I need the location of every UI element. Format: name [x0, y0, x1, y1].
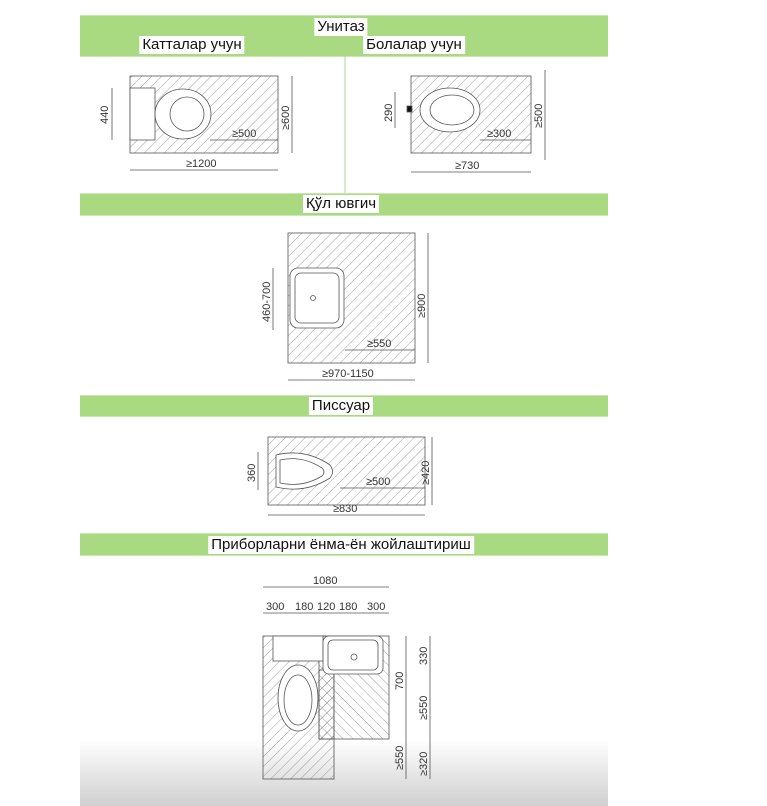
dim-sink-width: ≥970-1150	[322, 368, 374, 380]
dim-right-b: ≥550	[418, 696, 430, 720]
dim-adult-height: 440	[99, 106, 111, 124]
dim-adult-width: ≥1200	[186, 158, 217, 170]
dim-urinal-clear: ≥500	[366, 476, 390, 488]
dim-part: 300	[266, 601, 284, 613]
children-label: Болалар учун	[363, 36, 465, 54]
dim-combined-total: 1080	[313, 575, 337, 587]
dim-child-depth: ≥500	[533, 104, 545, 128]
dim-sink-depth: ≥900	[416, 294, 428, 318]
dim-right-b: ≥320	[418, 752, 430, 776]
dim-urinal-width: ≥830	[333, 503, 357, 515]
combined-title: Приборларни ёнма-ён жойлаштириш	[208, 536, 474, 554]
dim-part: 120	[317, 601, 335, 613]
sink-title: Қўл ювгич	[302, 195, 380, 213]
dim-child-clear: ≥300	[487, 128, 511, 140]
dim-right-a: ≥550	[394, 746, 406, 770]
dim-child-height: 290	[383, 104, 395, 122]
adults-label: Катталар учун	[139, 36, 245, 54]
urinal-title: Писсуар	[308, 397, 374, 415]
dim-adult-depth: ≥600	[280, 106, 292, 130]
dim-adult-clear: ≥500	[232, 128, 256, 140]
dim-urinal-depth: ≥420	[420, 461, 432, 485]
dim-sink-clear: ≥550	[367, 338, 391, 350]
dim-sink-height: 460-700	[261, 282, 273, 322]
dim-part: 180	[295, 601, 313, 613]
dim-child-width: ≥730	[455, 160, 479, 172]
dim-right-b: 330	[418, 647, 430, 665]
dim-part: 180	[339, 601, 357, 613]
dim-right-a: 700	[394, 672, 406, 690]
dim-part: 300	[367, 601, 385, 613]
bottom-fade	[80, 740, 608, 806]
child-toilet-drawing	[394, 70, 546, 173]
combined-drawing	[262, 586, 431, 780]
toilet-title: Унитаз	[314, 18, 368, 36]
sink-drawing	[272, 232, 429, 381]
adult-toilet-drawing	[111, 75, 293, 171]
urinal-drawing	[257, 436, 433, 516]
dim-urinal-height: 360	[246, 464, 258, 482]
